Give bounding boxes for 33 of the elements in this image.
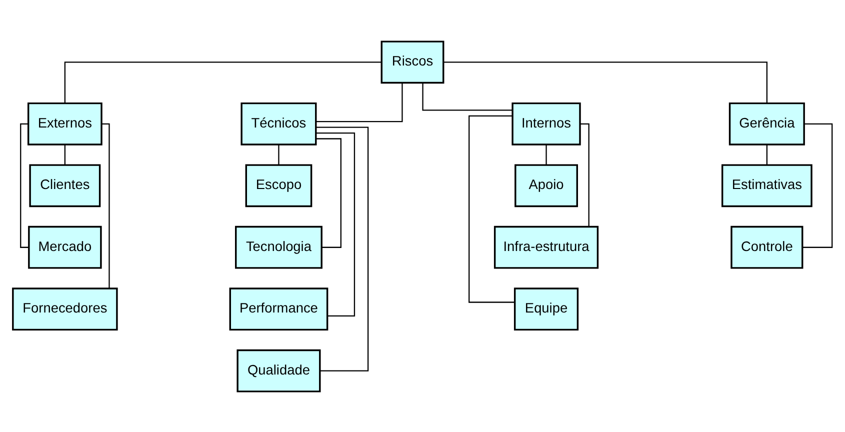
node-box: Internos xyxy=(512,102,581,145)
connector xyxy=(64,144,66,164)
node-box: Controle xyxy=(730,225,804,268)
node-box: Equipe xyxy=(514,287,579,330)
node-box: Fornecedores xyxy=(12,287,118,330)
node-box: Técnicos xyxy=(240,102,317,145)
connector xyxy=(102,122,110,288)
node-box: Tecnologia xyxy=(235,225,322,268)
connector xyxy=(468,114,514,302)
node-box: Clientes xyxy=(29,164,101,207)
connector xyxy=(444,61,768,102)
node-box: Escopo xyxy=(245,164,312,207)
node-box: Riscos xyxy=(380,40,444,84)
connector xyxy=(278,144,280,164)
connector xyxy=(546,144,547,164)
connector xyxy=(64,61,382,102)
connector xyxy=(20,122,29,248)
node-box: Performance xyxy=(229,287,328,330)
node-box: Apoio xyxy=(514,164,578,207)
connector xyxy=(316,138,342,248)
connector xyxy=(802,122,833,248)
connector xyxy=(316,126,369,371)
node-box: Estimativas xyxy=(721,164,812,207)
node-box: Infra-estrutura xyxy=(494,225,599,268)
connector xyxy=(316,82,403,122)
connector xyxy=(316,132,356,316)
node-box: Gerência xyxy=(728,102,805,145)
connector xyxy=(422,82,513,110)
node-box: Qualidade xyxy=(236,348,321,392)
node-box: Externos xyxy=(27,102,102,145)
connector xyxy=(580,122,590,226)
node-box: Mercado xyxy=(28,225,102,268)
connector xyxy=(766,144,768,164)
